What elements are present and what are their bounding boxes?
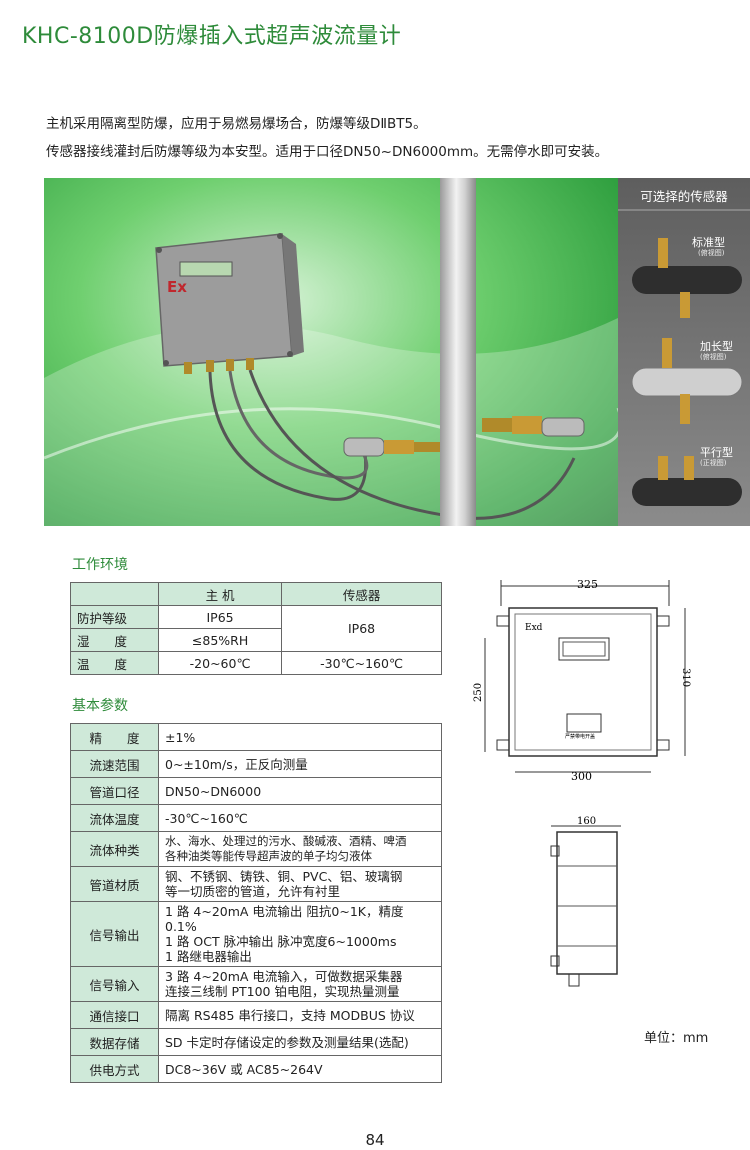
sensor-type-standard: 标准型 <box>692 236 725 249</box>
param-label: 精 度 <box>70 723 159 751</box>
param-value: -30℃~160℃ <box>158 804 442 832</box>
plate-text: 严禁带电开盖 <box>565 733 595 740</box>
param-value-line: 隔离 RS485 串行接口，支持 MODBUS 协议 <box>165 1007 415 1023</box>
env-header-host: 主 机 <box>157 582 283 606</box>
param-value-line: DC8~36V 或 AC85~264V <box>165 1061 323 1077</box>
env-header-sensor: 传感器 <box>281 582 442 606</box>
param-value: 0~±10m/s，正反向测量 <box>158 750 442 778</box>
params-section-title: 基本参数 <box>72 698 128 714</box>
sensor-panel-title: 可选择的传感器 <box>640 189 728 204</box>
env-table: 主 机 传感器 防护等级 IP65 IP68 湿 度 ≤85%RH 温 度 -2… <box>70 582 442 675</box>
param-value: 水、海水、处理过的污水、酸碱液、酒精、啤酒 各种油类等能传导超声波的单子均匀液体 <box>158 831 442 867</box>
param-value-line: 水、海水、处理过的污水、酸碱液、酒精、啤酒 <box>165 834 407 848</box>
env-host-value: IP65 <box>157 605 283 629</box>
param-value-line: 1 路 4~20mA 电流输出 阻抗0~1K，精度0.1% <box>165 904 404 934</box>
param-label: 流体温度 <box>70 804 159 832</box>
sensor-type-parallel-note: (正视图) <box>700 459 727 467</box>
dim-width-bottom: 300 <box>571 770 592 783</box>
dim-height-right: 310 <box>680 668 691 687</box>
dim-width-top: 325 <box>577 578 598 591</box>
sensor-type-extended: 加长型 <box>700 340 733 353</box>
param-value: ±1% <box>158 723 442 751</box>
param-label: 管道口径 <box>70 777 159 805</box>
sensor-type-standard-note: (俯视图) <box>698 249 725 257</box>
param-value-line: 1 路 OCT 脉冲输出 脉冲宽度6~1000ms <box>165 934 397 949</box>
param-value-line: 各种油类等能传导超声波的单子均匀液体 <box>165 849 372 863</box>
front-label: Exd <box>525 623 543 633</box>
env-section-title: 工作环境 <box>72 557 128 573</box>
param-value-line: 1 路继电器输出 <box>165 949 252 964</box>
param-value-line: 3 路 4~20mA 电流输入，可做数据采集器 <box>165 969 403 984</box>
param-label: 供电方式 <box>70 1055 159 1083</box>
dimension-drawing-svg: 325 Exd 严禁带电开盖 250 310 300 160 <box>473 578 691 987</box>
right-sensor <box>482 416 585 437</box>
param-value-line: 钢、不锈钢、铸铁、铜、PVC、铝、玻璃钢 <box>165 869 403 884</box>
left-sensor <box>343 437 440 457</box>
sensor-type-parallel: 平行型 <box>700 446 733 459</box>
extended-sensor-pipe <box>631 338 743 424</box>
params-table: 精 度 ±1% 流速范围 0~±10m/s，正反向测量 管道口径 DN50~DN… <box>70 723 442 1083</box>
param-value: SD 卡定时存储设定的参数及测量结果(选配) <box>158 1028 442 1056</box>
env-header-empty <box>70 582 159 606</box>
sensor-type-extended-note: (俯视图) <box>700 353 727 361</box>
param-label: 数据存储 <box>70 1028 159 1056</box>
param-value: 钢、不锈钢、铸铁、铜、PVC、铝、玻璃钢 等一切质密的管道，允许有衬里 <box>158 866 442 902</box>
page-title: KHC-8100D防爆插入式超声波流量计 <box>22 24 402 49</box>
product-photo-illustration <box>44 233 618 526</box>
param-value-line: 等一切质密的管道，允许有衬里 <box>165 884 341 899</box>
standard-sensor-pipe <box>632 238 742 318</box>
intro-line-1: 主机采用隔离型防爆，应用于易燃易爆场合，防爆等级DⅡBT5。 <box>46 116 427 132</box>
param-value: 隔离 RS485 串行接口，支持 MODBUS 协议 <box>158 1001 442 1029</box>
env-row-label: 防护等级 <box>70 605 159 629</box>
sensor-options-illustration <box>618 209 750 506</box>
env-row-label: 湿 度 <box>70 628 159 652</box>
env-host-value: ≤85%RH <box>157 628 283 652</box>
param-value: 1 路 4~20mA 电流输出 阻抗0~1K，精度0.1% 1 路 OCT 脉冲… <box>158 901 442 967</box>
param-label: 管道材质 <box>70 866 159 902</box>
param-value-line: DN50~DN6000 <box>165 783 262 799</box>
unit-label: 单位：mm <box>644 1031 709 1046</box>
env-sensor-value: -30℃~160℃ <box>281 651 442 675</box>
env-row-label: 温 度 <box>70 651 159 675</box>
page-number: 84 <box>365 1131 385 1149</box>
sensor-options-panel <box>618 178 750 526</box>
param-value: DC8~36V 或 AC85~264V <box>158 1055 442 1083</box>
dim-side-width: 160 <box>577 816 596 827</box>
param-value-line: ±1% <box>165 729 196 745</box>
param-value-line: 0~±10m/s，正反向测量 <box>165 756 308 772</box>
product-photo <box>44 178 618 526</box>
flowmeter-host-box <box>155 233 304 374</box>
param-value-line: SD 卡定时存储设定的参数及测量结果(选配) <box>165 1034 409 1050</box>
parallel-sensor-pipe <box>632 456 742 506</box>
ex-mark: Ex <box>167 278 187 296</box>
param-label: 流速范围 <box>70 750 159 778</box>
intro-line-2: 传感器接线灌封后防爆等级为本安型。适用于口径DN50~DN6000mm。无需停水… <box>46 144 609 160</box>
pipe <box>440 178 476 526</box>
param-label: 通信接口 <box>70 1001 159 1029</box>
dimension-drawing: 325 Exd 严禁带电开盖 250 310 300 160 <box>465 576 735 1046</box>
param-value-line: -30℃~160℃ <box>165 810 248 826</box>
param-label: 信号输入 <box>70 966 159 1002</box>
param-value-line: 连接三线制 PT100 铂电阻，实现热量测量 <box>165 984 400 999</box>
env-host-value: -20~60℃ <box>157 651 283 675</box>
param-label: 流体种类 <box>70 831 159 867</box>
param-value: DN50~DN6000 <box>158 777 442 805</box>
env-sensor-merged: IP68 <box>281 605 442 652</box>
param-label: 信号输出 <box>70 901 159 967</box>
dim-height-left: 250 <box>473 683 484 702</box>
param-value: 3 路 4~20mA 电流输入，可做数据采集器 连接三线制 PT100 铂电阻，… <box>158 966 442 1002</box>
